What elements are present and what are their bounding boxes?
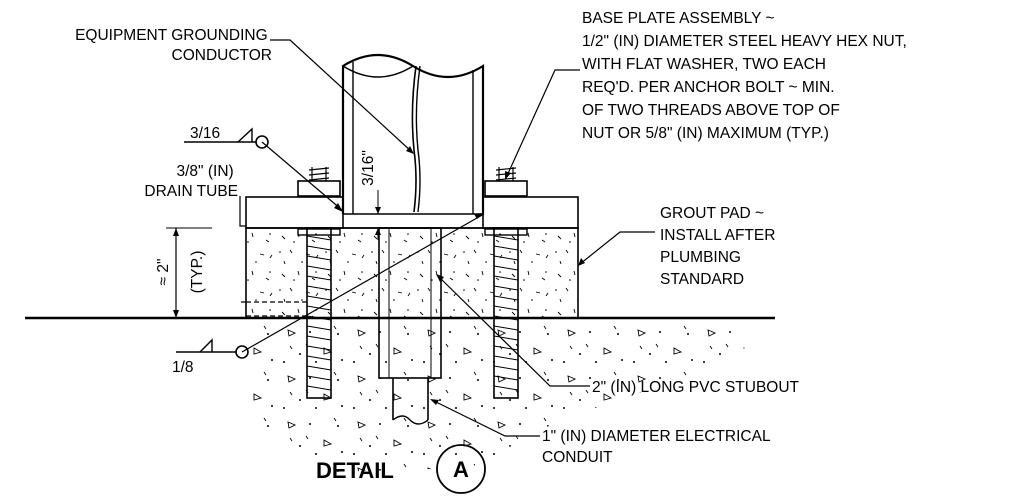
detail-letter: A xyxy=(453,457,469,482)
gap-dim-label: 3/16" xyxy=(360,150,377,186)
label-drain-tube: 3/8" (IN) DRAIN TUBE xyxy=(144,163,238,200)
anchor-bolt-right xyxy=(484,167,528,399)
label-pvc-stubout: 2" (IN) LONG PVC STUBOUT xyxy=(592,379,800,396)
weld-symbol-top xyxy=(184,127,343,212)
pole xyxy=(341,54,485,214)
height-dim-label: ≈ 2" xyxy=(155,259,172,286)
weld-symbol-bottom xyxy=(176,213,485,359)
gap-dimension xyxy=(375,190,381,240)
label-base-plate: BASE PLATE ASSEMBLY ~ 1/2" (IN) DIAMETER… xyxy=(582,10,911,142)
height-dim-typ-label: (TYP.) xyxy=(189,251,206,294)
drain-tube xyxy=(240,301,307,317)
weld-bottom-label: 1/8 xyxy=(172,359,194,376)
electrical-conduit xyxy=(392,378,429,425)
detail-circle xyxy=(436,444,486,494)
height-dimension xyxy=(166,227,212,319)
anchor-bolt-left xyxy=(297,167,341,399)
base-plate xyxy=(245,196,579,229)
detail-title: DETAIL xyxy=(316,458,394,483)
pvc-stubout xyxy=(378,227,442,379)
label-grout-pad: GROUT PAD ~ INSTALL AFTER PLUMBING STAND… xyxy=(660,205,780,288)
label-electrical-conduit: 1" (IN) DIAMETER ELECTRICAL CONDUIT xyxy=(542,428,774,466)
label-equipment-grounding: EQUIPMENT GROUNDING CONDUCTOR xyxy=(75,27,272,64)
leader-lines xyxy=(239,39,655,437)
grounding-conductor xyxy=(411,65,417,213)
weld-top-label: 3/16 xyxy=(190,125,220,142)
grout-pad xyxy=(245,227,579,319)
